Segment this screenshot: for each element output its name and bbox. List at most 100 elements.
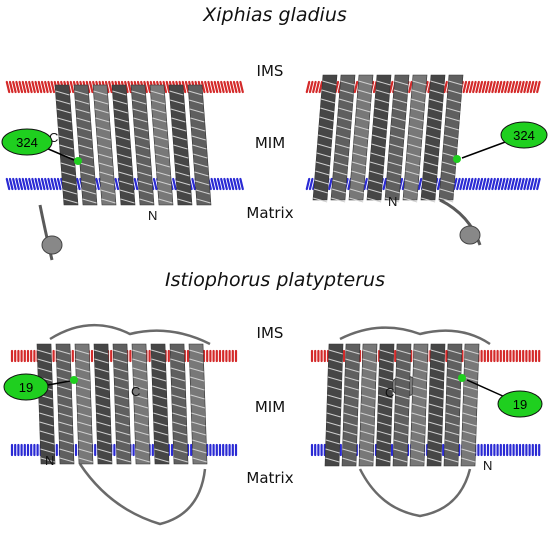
membrane-stroke	[172, 177, 177, 191]
helix-coil	[116, 448, 131, 454]
membrane-stroke	[216, 80, 222, 94]
membrane-stroke	[468, 80, 474, 94]
membrane-stroke	[69, 80, 75, 94]
helix-coil	[441, 161, 457, 167]
helix-coil	[189, 108, 204, 114]
helix	[341, 343, 361, 467]
helix-coil	[445, 412, 460, 418]
membrane-stroke	[200, 80, 206, 94]
helix-coil	[94, 358, 109, 364]
helix-coil	[429, 394, 444, 400]
helix-coil	[445, 421, 460, 427]
membrane-stroke	[226, 177, 232, 191]
helix-coil	[77, 126, 92, 132]
helix-coil	[370, 152, 385, 158]
membrane-stroke	[497, 177, 503, 191]
helix-coil	[154, 448, 169, 454]
membrane-stroke	[475, 177, 480, 191]
helix-coil	[81, 180, 96, 186]
helix-coil	[427, 448, 442, 454]
helix-coil	[55, 90, 70, 96]
helix-coil	[100, 189, 116, 195]
membrane-stroke	[443, 80, 448, 94]
helix-coil	[464, 358, 479, 364]
helix-coil	[337, 116, 352, 122]
membrane-stroke	[204, 80, 209, 94]
membrane-stroke	[37, 177, 43, 191]
membrane-stroke	[88, 80, 94, 94]
helix-coil	[342, 439, 357, 445]
membrane-stroke	[497, 80, 503, 94]
membrane-stroke	[468, 177, 474, 191]
helix-coil	[313, 188, 329, 194]
helix-coil	[359, 439, 374, 445]
helix-coil	[321, 89, 336, 95]
helix-coil	[423, 161, 439, 167]
protein-structure-left-1	[38, 84, 212, 261]
helix-coil	[59, 457, 74, 463]
helix-coil	[427, 116, 442, 122]
helix-coil	[138, 189, 154, 195]
helix-coil	[94, 349, 109, 355]
helix-coil	[378, 385, 393, 391]
helix-coil	[76, 117, 91, 123]
helix-coil	[405, 170, 420, 176]
helix-coil	[394, 421, 409, 427]
helix-coil	[463, 376, 479, 382]
membrane-stroke	[236, 80, 241, 94]
membrane-stroke	[76, 177, 81, 191]
membrane-stroke	[191, 177, 196, 191]
helix-coil	[37, 358, 52, 364]
helix-coil	[188, 99, 204, 105]
helix-coil	[403, 197, 418, 203]
helix-coil	[462, 430, 477, 436]
helix-coil	[379, 358, 394, 364]
helix-coil	[96, 412, 111, 418]
membrane-stroke	[478, 80, 484, 94]
helix-coil	[403, 188, 419, 194]
membrane-stroke	[500, 80, 506, 94]
helix-coil	[392, 107, 407, 113]
helix-coil	[371, 143, 386, 149]
helix-coil	[55, 99, 71, 105]
helix-coil	[118, 171, 133, 177]
helix-coil	[117, 162, 132, 168]
membrane-stroke	[532, 177, 538, 191]
helix-coil	[388, 152, 403, 158]
protein-structure-right-1	[312, 74, 482, 246]
membrane-stroke	[5, 177, 11, 191]
n-terminus-label-right-1: N	[388, 194, 397, 209]
helix-coil	[411, 412, 426, 418]
membrane-stroke	[40, 177, 46, 191]
membrane-stroke	[417, 177, 423, 191]
membrane-stroke	[53, 177, 59, 191]
helix-coil	[57, 117, 72, 123]
helix-coil	[326, 412, 341, 418]
helix-coil	[344, 376, 360, 382]
helix-coil	[377, 403, 393, 409]
membrane-stroke	[21, 80, 27, 94]
helix-coil	[56, 367, 71, 373]
membrane-stroke	[213, 80, 219, 94]
helix-coil	[386, 179, 401, 185]
helix-coil	[427, 439, 442, 445]
membrane-stroke	[184, 80, 190, 94]
helix-coil	[361, 376, 377, 382]
helix-coil	[447, 349, 462, 355]
helix-coil	[191, 135, 206, 141]
helix-coil	[59, 448, 74, 454]
helix-coil	[195, 180, 210, 186]
helix-coil	[189, 376, 205, 382]
membrane-stroke	[50, 177, 56, 191]
helix-coil	[172, 430, 188, 436]
helix-coil	[193, 153, 208, 159]
helix-coil	[344, 394, 359, 400]
helix-coil	[170, 367, 185, 373]
helix-coil	[58, 135, 73, 141]
helix-coil	[94, 108, 109, 114]
helix-coil	[413, 349, 428, 355]
helix-coil	[462, 412, 477, 418]
helix-coil	[134, 135, 149, 141]
helix-coil	[191, 430, 207, 436]
helix-coil	[461, 439, 476, 445]
